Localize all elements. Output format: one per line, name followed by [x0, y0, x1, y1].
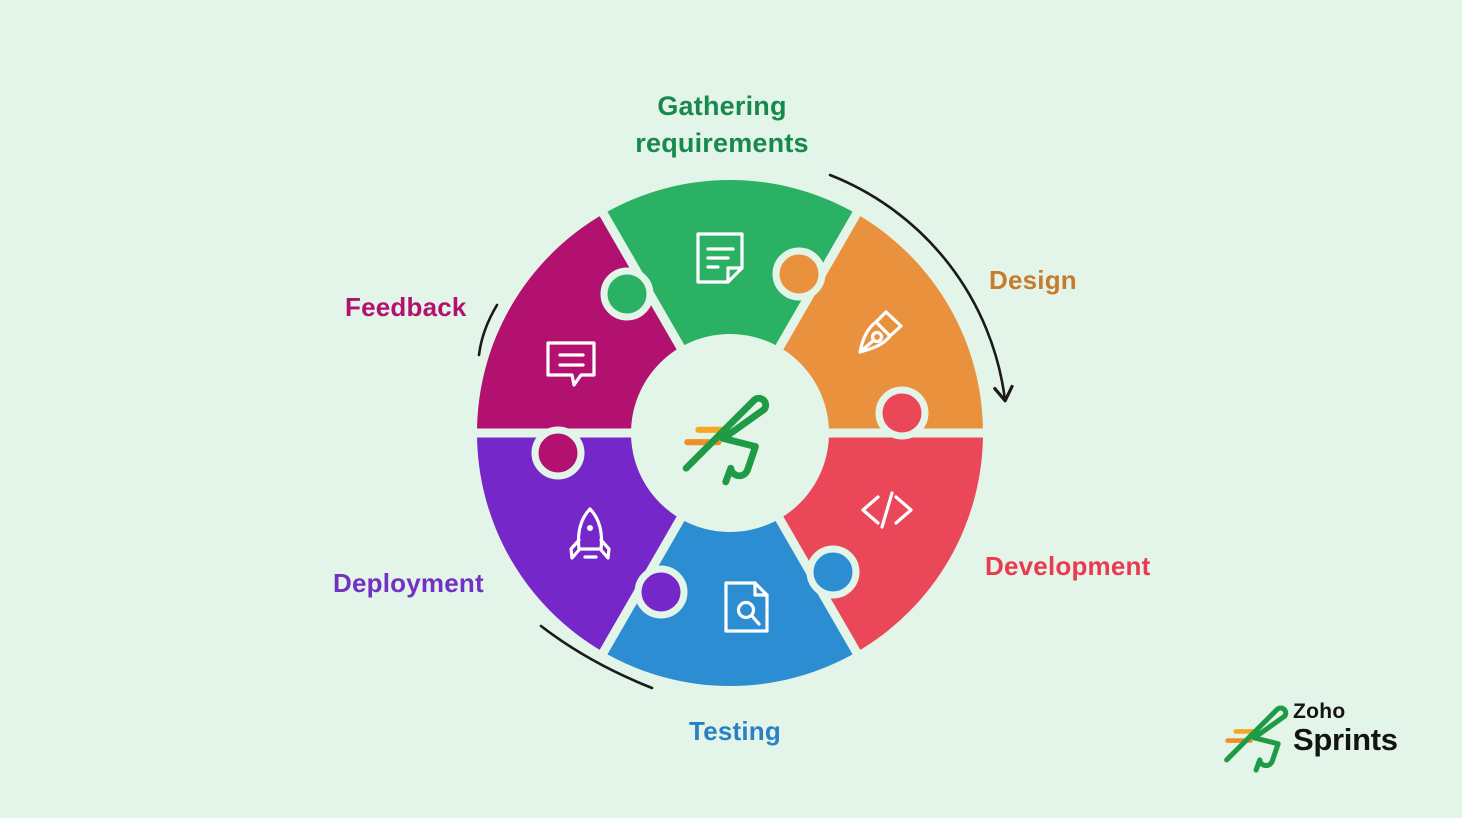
brand-zoho-sprints-mark — [1224, 705, 1289, 773]
knob-gathering — [600, 267, 654, 321]
flow-arrow-top-right — [828, 173, 1014, 403]
flow-arc-bottom-left — [539, 624, 654, 690]
label-feedback: Feedback — [345, 292, 467, 322]
flow-arrows — [477, 173, 1014, 690]
label-testing: Testing — [689, 716, 781, 746]
knob-deployment — [634, 565, 688, 619]
label-gathering-requirements: Gathering requirements — [635, 91, 809, 158]
pen-nib-icon — [858, 310, 903, 354]
note-icon — [696, 232, 744, 284]
knob-feedback — [531, 426, 585, 480]
label-design: Design — [989, 265, 1077, 295]
flow-arc-left — [477, 303, 499, 357]
doc-search-icon — [724, 581, 769, 633]
knob-development — [875, 386, 929, 440]
brand-wordmark: Zoho Sprints — [1293, 700, 1398, 757]
brand-zoho-text: Zoho — [1293, 700, 1346, 723]
segment-testing — [603, 433, 857, 686]
code-icon — [861, 491, 913, 529]
segment-icons — [546, 232, 913, 633]
puzzle-wheel — [465, 180, 995, 686]
label-development: Development — [985, 551, 1151, 581]
puzzle-knobs — [531, 247, 929, 619]
zoho-sprints-mark — [682, 394, 770, 486]
brand-sprints-text: Sprints — [1293, 722, 1398, 757]
knob-testing — [806, 545, 860, 599]
chat-icon — [546, 341, 596, 387]
knob-design — [772, 247, 826, 301]
label-deployment: Deployment — [333, 568, 484, 598]
segment-gathering-requirements — [603, 180, 857, 433]
rocket-icon — [569, 507, 611, 560]
